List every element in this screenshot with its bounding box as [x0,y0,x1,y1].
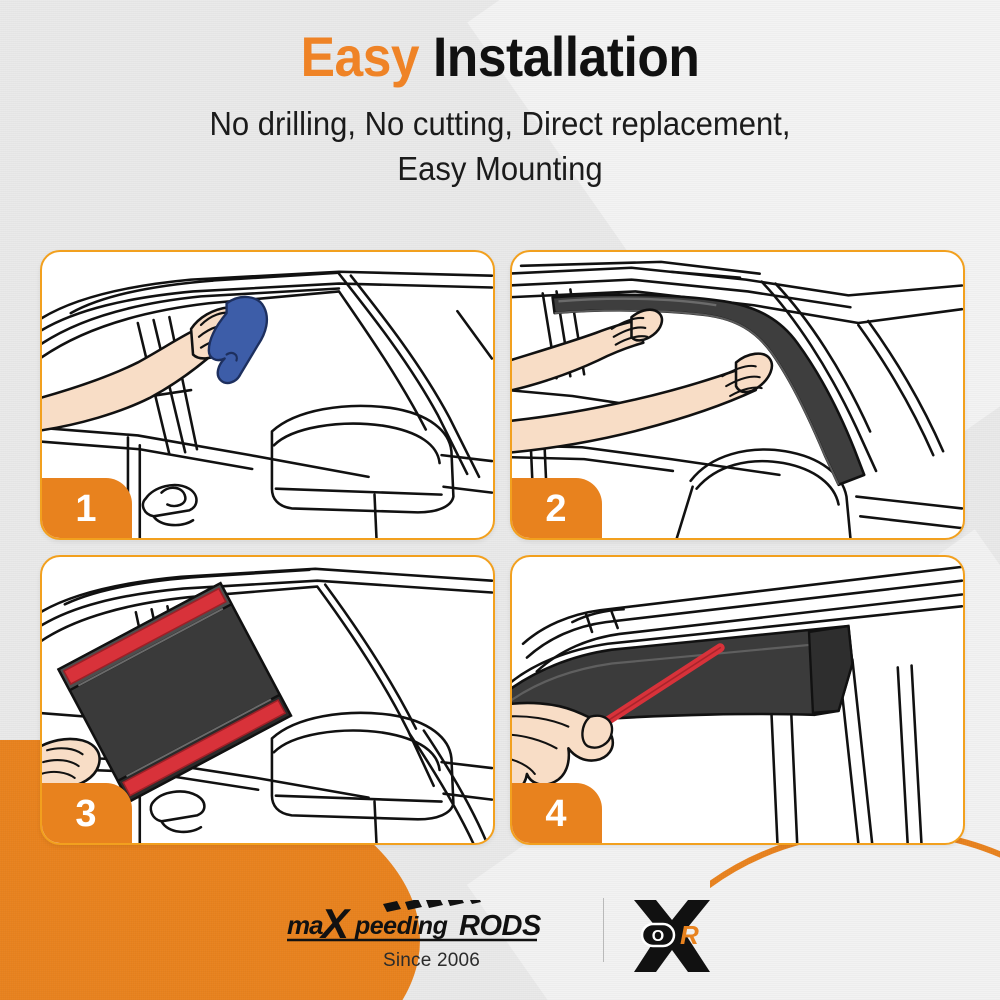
footer: ma X peeding RODS Since 2006 O R [0,898,1000,974]
step-panel-1[interactable]: 1 [40,250,495,540]
brand-text-ma: ma [287,910,323,940]
page-subtitle-line-2: Easy Mounting [397,150,603,188]
footer-divider [602,898,604,962]
sub-logo-letter-r: R [680,920,699,950]
step-badge-3: 3 [42,783,132,843]
steps-grid: 1 [40,250,965,845]
brand-since-label: Since 2006 [382,950,481,971]
maxpeedingrods-logo: ma X peeding RODS [286,900,542,947]
oxr-secondary-logo: O R [633,900,710,972]
step-panel-4[interactable]: 4 [510,555,965,845]
brand-block: ma X peeding RODS Since 2006 [286,900,577,972]
step-badge-1: 1 [42,478,132,538]
page-title-rest: Installation [432,25,700,88]
page-subtitle-line-1: No drilling, No cutting, Direct replacem… [209,104,791,142]
hand-with-blue-cloth-icon [42,270,493,538]
step-panel-2[interactable]: 2 [510,250,965,540]
brand-text-peeding: peeding [354,912,448,940]
step-badge-4: 4 [512,783,602,843]
hand-pressing-visor-icon [512,565,963,843]
brand-text-rods: RODS [459,910,542,942]
step-badge-2: 2 [512,478,602,538]
page-title-accent: Easy [300,25,420,88]
page-subtitle: No drilling, No cutting, Direct replacem… [30,87,970,192]
step-panel-3[interactable]: 3 [40,555,495,845]
sub-logo-letter-o: O [651,928,663,945]
page-title: Easy Installation [40,0,960,87]
header: Easy Installation No drilling, No cuttin… [0,0,1000,192]
